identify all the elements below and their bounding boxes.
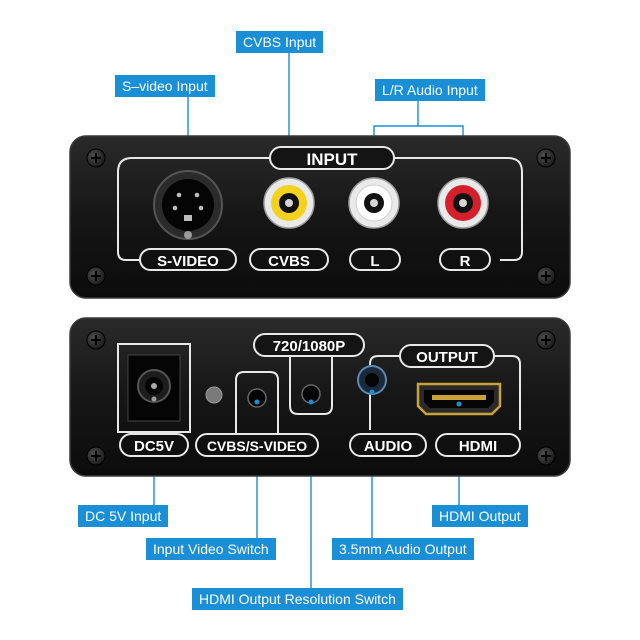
power-led	[205, 386, 223, 404]
callout-cvbs-input: CVBS Input	[236, 31, 324, 53]
screw-icon	[86, 446, 106, 466]
output-frame	[369, 355, 521, 430]
input-frame	[117, 157, 523, 261]
output-group-label: OUTPUT	[416, 349, 478, 366]
resolution-label-pill	[253, 333, 365, 357]
screw-icon	[86, 266, 106, 286]
screw-icon	[536, 148, 556, 168]
callout-hdmi-output: HDMI Output	[432, 505, 528, 527]
resolution-label: 720/1080P	[273, 338, 346, 355]
back-panel: DC5V CVBS/S-VIDEO 720/1080P OUTPUT AUDIO	[69, 317, 571, 477]
resolution-switch-frame	[289, 356, 333, 415]
screw-icon	[536, 330, 556, 350]
audio-label: AUDIO	[364, 438, 413, 455]
right-audio-jack	[437, 177, 489, 229]
hdmi-port	[416, 382, 502, 416]
input-switch-button[interactable]	[247, 388, 267, 408]
svideo-label-pill	[139, 248, 237, 271]
hdmi-label-pill	[435, 433, 521, 457]
output-label-pill	[399, 344, 495, 368]
cvbs-label: CVBS	[268, 253, 310, 270]
front-screws	[86, 148, 556, 286]
input-switch-frame	[235, 371, 279, 434]
callout-resolution-switch: HDMI Output Resolution Switch	[192, 588, 403, 610]
screw-icon	[536, 266, 556, 286]
left-label: L	[370, 253, 379, 270]
front-panel: INPUT	[69, 135, 571, 299]
hdmi-label: HDMI	[459, 438, 497, 455]
callout-input-video-switch: Input Video Switch	[146, 538, 276, 560]
screw-icon	[86, 330, 106, 350]
back-screws	[86, 330, 556, 466]
screw-icon	[536, 446, 556, 466]
left-label-pill	[349, 248, 401, 271]
svideo-jack	[153, 170, 223, 240]
cvbs-label-pill	[249, 248, 329, 271]
left-audio-jack	[348, 177, 400, 229]
audio-label-pill	[349, 433, 427, 457]
callout-svideo-input: S–video Input	[115, 75, 215, 97]
callout-dc-input: DC 5V Input	[78, 505, 169, 527]
callout-lr-audio-input: L/R Audio Input	[375, 79, 485, 101]
svideo-lead-dot	[184, 231, 192, 239]
dc-power-jack	[117, 343, 191, 433]
audio-out-jack	[357, 365, 387, 395]
dc-label-pill	[119, 433, 189, 457]
dc-label: DC5V	[134, 438, 174, 455]
cvbs-jack	[263, 177, 315, 229]
right-label: R	[460, 253, 471, 270]
svideo-label: S-VIDEO	[157, 253, 219, 270]
input-group-label: INPUT	[307, 150, 359, 169]
callout-audio-output: 3.5mm Audio Output	[332, 538, 474, 560]
switch-label: CVBS/S-VIDEO	[207, 438, 307, 454]
switch-label-pill	[195, 433, 319, 457]
screw-icon	[86, 148, 106, 168]
right-label-pill	[439, 248, 491, 271]
input-label-pill	[269, 146, 395, 170]
